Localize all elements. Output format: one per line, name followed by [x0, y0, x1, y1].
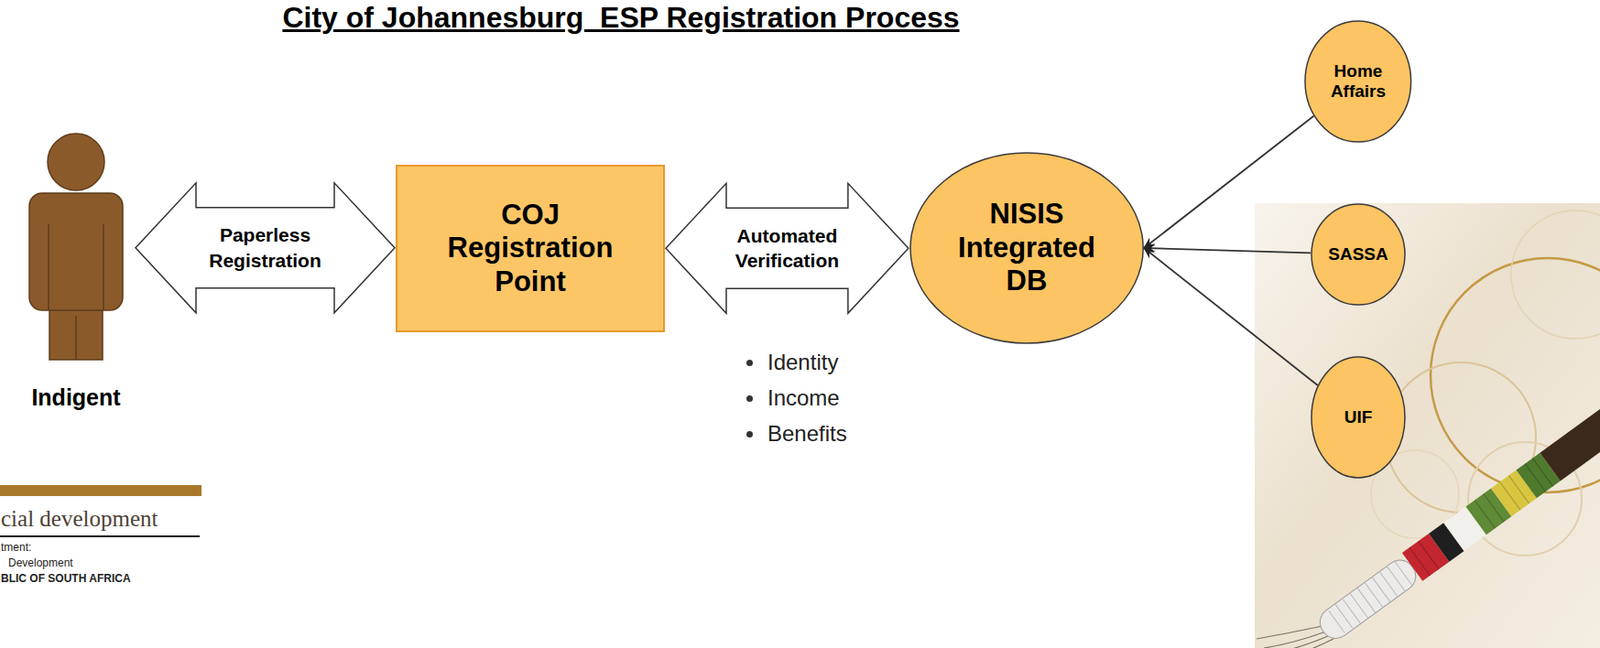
connector-line	[1143, 116, 1314, 249]
decor-group	[1254, 203, 1600, 648]
node-text: NISIS Integrated DB	[941, 197, 1111, 299]
block-arrow	[135, 183, 395, 314]
source-circle: UIF	[1310, 356, 1406, 479]
node-text: UIF	[1344, 407, 1373, 428]
diagram-title: City of Johannesburg ESP Registration Pr…	[163, 0, 1079, 35]
actor-figure: Indigent	[25, 132, 127, 413]
bullet-dot	[746, 395, 753, 403]
bullet-dot	[746, 359, 753, 367]
ellipse-shape	[1305, 21, 1412, 142]
person-line	[75, 315, 77, 360]
source-circle: Home Affairs	[1304, 20, 1413, 143]
person-head	[47, 133, 105, 191]
edge-label: Paperless Registration	[195, 222, 337, 273]
ellipse-shape	[1311, 357, 1405, 479]
person-line	[102, 224, 105, 310]
node-text: Indigent	[31, 384, 120, 413]
connector-line	[1143, 248, 1311, 253]
block-arrow	[665, 183, 909, 314]
ellipse-shape	[1311, 204, 1405, 305]
bullet-item: Income	[767, 387, 840, 410]
decor-ground	[1254, 203, 1600, 648]
logo-text: cial development	[0, 507, 158, 531]
bullet-item: Identity	[767, 351, 839, 374]
node-text: SASSA	[1327, 244, 1388, 265]
logo-subtext: BLIC OF SOUTH AFRICA	[0, 573, 131, 585]
database-circle: NISIS Integrated DB	[909, 152, 1144, 345]
logo-rule	[0, 535, 200, 538]
bullet-dot	[746, 431, 753, 438]
ellipse-shape	[910, 152, 1143, 344]
edge-label: Automated Verification	[716, 223, 858, 274]
node-text: Home Affairs	[1321, 61, 1395, 103]
logo-subtext: Development	[8, 557, 74, 569]
node-text: COJ Registration Point	[434, 198, 627, 300]
person-torso	[29, 193, 123, 311]
source-circle: SASSA	[1310, 203, 1406, 306]
logo-bar	[0, 485, 202, 497]
person-line	[47, 224, 50, 310]
connector-line	[1143, 248, 1318, 386]
logo-subtext: tment:	[0, 542, 32, 554]
process-box: COJ Registration Point	[395, 164, 665, 333]
decor-circle	[1511, 210, 1600, 339]
person-icon	[25, 132, 127, 362]
decor-circle	[1430, 258, 1600, 493]
bullet-item: Benefits	[767, 423, 848, 446]
